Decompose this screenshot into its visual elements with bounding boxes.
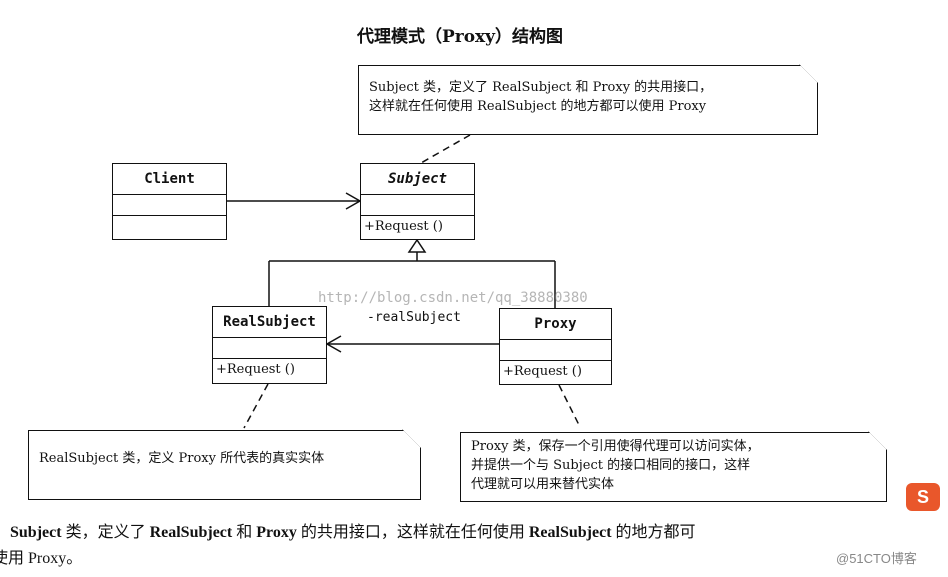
site-watermark: @51CTO博客 (836, 551, 917, 566)
subject-operation: +Request () (364, 219, 443, 234)
realsubject-operation: +Request () (216, 362, 295, 377)
proxy-note: Proxy 类，保存一个引用使得代理可以访问实体， 并提供一个与 Subject… (460, 432, 887, 502)
proxy-class-name: Proxy (500, 309, 611, 340)
generalization-triangle (407, 238, 427, 253)
proxy-note-line3: 代理就可以用来替代实体 (471, 477, 615, 492)
proxy-note-line2: 并提供一个与 Subject 的接口相同的接口，这样 (471, 458, 751, 473)
realsubject-attributes (213, 338, 326, 359)
realsubject-class-name: RealSubject (213, 307, 326, 338)
subject-note-line1: Subject 类，定义了 RealSubject 和 Proxy 的共用接口， (369, 80, 713, 95)
subject-class-name: Subject (361, 164, 474, 195)
caption-text-c: 的共用接口，这样就在任何使用 (296, 524, 529, 541)
proxy-class: Proxy +Request () (499, 308, 612, 385)
subject-class: Subject +Request () (360, 163, 475, 240)
realsubject-note: RealSubject 类，定义 Proxy 所代表的真实实体 (28, 430, 421, 500)
caption-line1: Subject 类，定义了 RealSubject 和 Proxy 的共用接口，… (0, 520, 948, 546)
caption-text-b: 和 (232, 524, 257, 541)
client-operations (113, 216, 226, 238)
client-class-name: Client (113, 164, 226, 195)
subject-note-line2: 这样就在任何使用 RealSubject 的地方都可以使用 Proxy (369, 99, 707, 114)
subject-note: Subject 类，定义了 RealSubject 和 Proxy 的共用接口，… (358, 65, 818, 135)
diagram-title: 代理模式（Proxy）结构图 (356, 27, 564, 47)
caption-text-a: 类，定义了 (61, 524, 150, 541)
caption-subject: Subject (10, 524, 62, 541)
realsubject-class: RealSubject +Request () (212, 306, 327, 384)
proxy-operation: +Request () (503, 364, 582, 379)
caption-text-d: 的地方都可 (611, 524, 696, 541)
proxy-realsubject-arrowhead (325, 335, 342, 353)
caption-line2: 使用 Proxy。 (0, 550, 83, 567)
proxy-note-line1: Proxy 类，保存一个引用使得代理可以访问实体， (471, 439, 760, 454)
subject-note-anchor (420, 134, 471, 164)
client-attributes (113, 195, 226, 216)
realsubject-note-line1: RealSubject 类，定义 Proxy 所代表的真实实体 (39, 451, 325, 466)
proxy-attributes (500, 340, 611, 361)
caption-realsubject-2: RealSubject (528, 524, 612, 541)
realsubject-note-anchor (243, 383, 269, 429)
caption-text: Subject 类，定义了 RealSubject 和 Proxy 的共用接口，… (0, 520, 948, 572)
subject-attributes (361, 195, 474, 216)
csdn-logo-icon: S (906, 483, 940, 511)
client-class: Client (112, 163, 227, 240)
caption-proxy: Proxy (256, 524, 297, 541)
proxy-note-anchor (558, 384, 581, 428)
watermark-url: http://blog.csdn.net/qq_38880380 (318, 290, 588, 306)
association-label: -realSubject (367, 310, 461, 325)
caption-realsubject: RealSubject (149, 524, 233, 541)
